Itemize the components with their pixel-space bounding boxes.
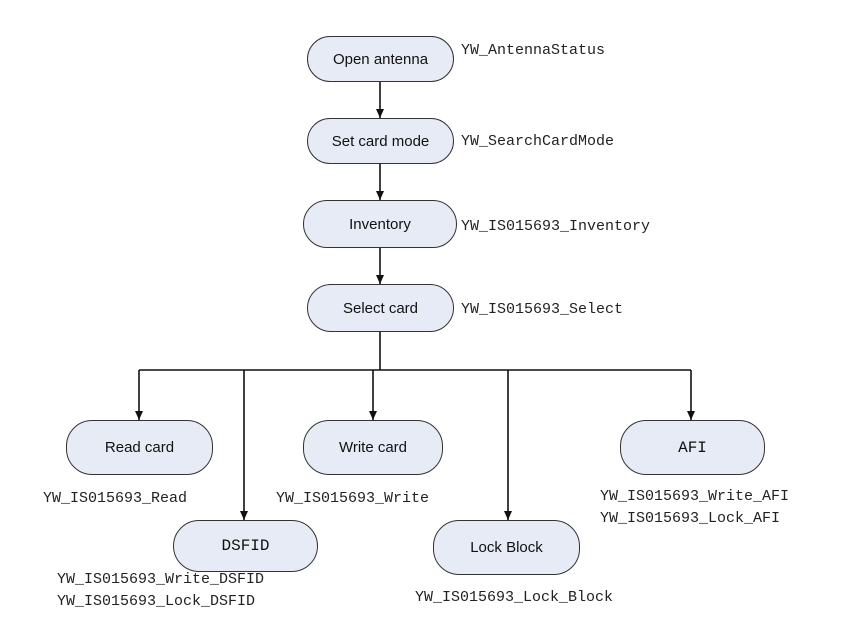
fn-write-card: YW_IS015693_Write [276,490,430,507]
node-read-card: Read card [66,420,213,475]
fn-lock-block: YW_IS015693_Lock_Block [415,589,614,606]
fn-afi-write: YW_IS015693_Write_AFI [600,488,790,505]
node-set-card-mode: Set card mode [307,118,454,164]
fn-inventory: YW_IS015693_Inventory [461,218,651,235]
fn-dsfid-lock: YW_IS015693_Lock_DSFID [57,593,256,610]
fn-afi: YW_IS015693_Write_AFI YW_IS015693_Lock_A… [600,486,789,530]
fn-read-card: YW_IS015693_Read [43,490,188,507]
node-open-antenna: Open antenna [307,36,454,82]
node-inventory: Inventory [303,200,457,248]
node-lock-block: Lock Block [433,520,580,575]
node-select-card: Select card [307,284,454,332]
fn-dsfid-write: YW_IS015693_Write_DSFID [57,571,265,588]
node-afi: AFI [620,420,765,475]
fn-open-antenna: YW_AntennaStatus [461,42,606,59]
fn-dsfid: YW_IS015693_Write_DSFID YW_IS015693_Lock… [57,569,264,613]
node-write-card: Write card [303,420,443,475]
fn-set-card-mode: YW_SearchCardMode [461,133,615,150]
fn-afi-lock: YW_IS015693_Lock_AFI [600,510,781,527]
node-dsfid: DSFID [173,520,318,572]
fn-select-card: YW_IS015693_Select [461,301,624,318]
